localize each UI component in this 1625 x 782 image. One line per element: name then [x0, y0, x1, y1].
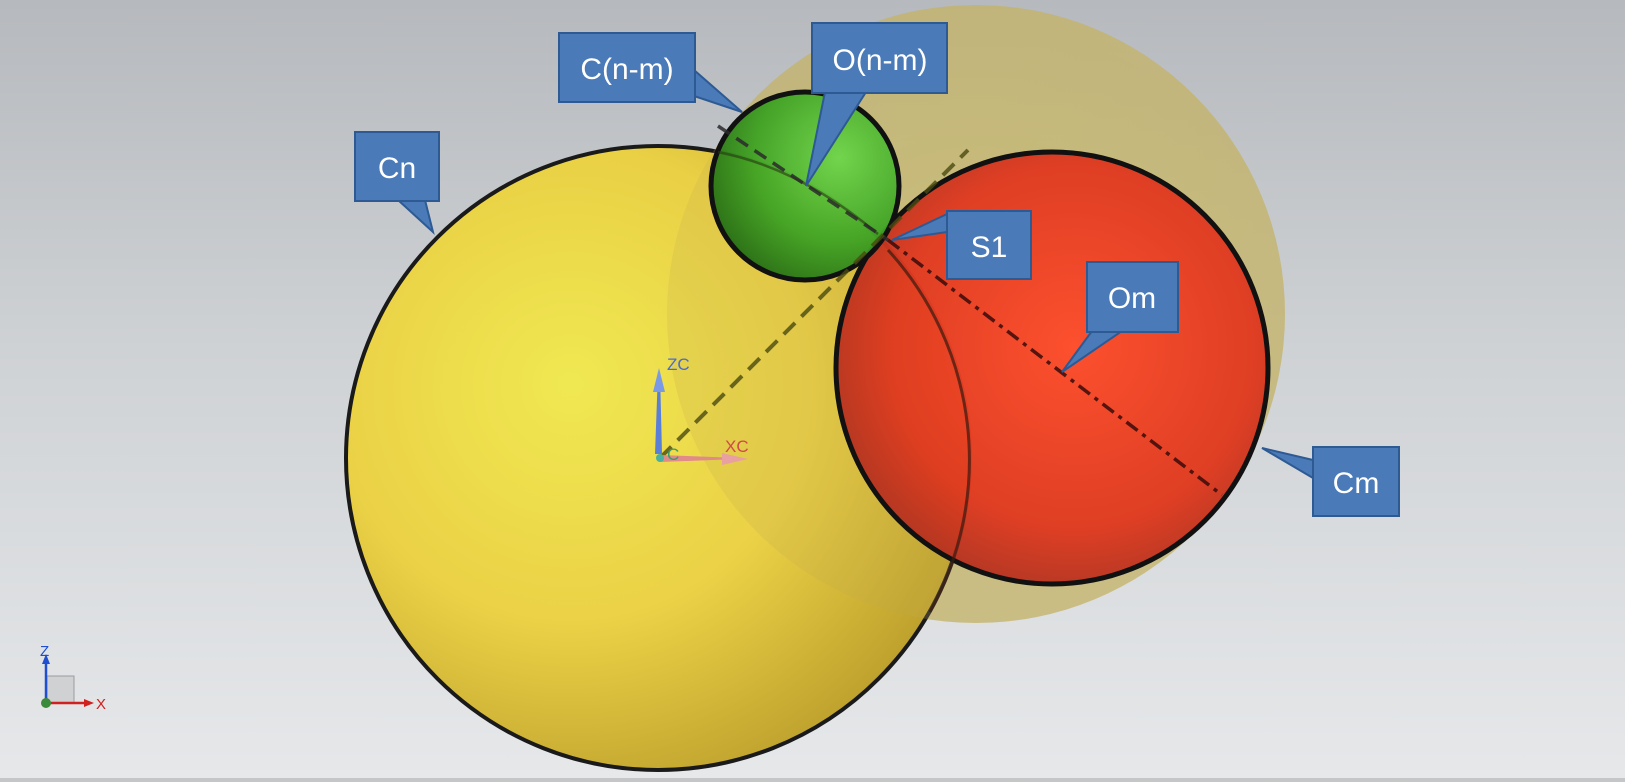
sphere-cn-hidden-edge	[886, 248, 971, 613]
triad-x-head	[84, 699, 94, 707]
triad-x-label: X	[96, 696, 106, 713]
callout-s1[interactable]: S1	[891, 210, 1032, 280]
callout-cm[interactable]: Cm	[1261, 446, 1400, 517]
callout-om-label: Om	[1108, 282, 1156, 315]
callout-s1-label: S1	[971, 231, 1008, 264]
yc-axis-label-visible: C	[667, 445, 679, 464]
triad-cube-icon	[46, 675, 75, 704]
callout-cn-box	[354, 131, 440, 202]
callout-o-n-m[interactable]: O(n-m)	[805, 22, 948, 187]
wcs-axes: ZC XC YC C	[653, 355, 749, 465]
callout-cn[interactable]: Cn	[354, 131, 440, 235]
callout-om-box	[1086, 261, 1179, 333]
xc-axis-label: XC	[725, 437, 749, 456]
diameter-line-cm	[886, 238, 1224, 497]
zc-axis-arrow	[655, 372, 662, 454]
triad-z-head	[42, 654, 50, 664]
callout-s1-box	[946, 210, 1032, 280]
callout-cm-box	[1312, 446, 1400, 517]
viewport-bottom-border	[0, 778, 1625, 782]
zc-axis-label: ZC	[667, 355, 690, 374]
sphere-cm[interactable]	[833, 149, 1271, 587]
radius-line-origin	[658, 148, 970, 460]
callout-c-n-m-label: C(n-m)	[580, 53, 673, 86]
sphere-c-n-m[interactable]	[708, 89, 902, 283]
triad-origin-icon	[41, 698, 51, 708]
callout-om[interactable]: Om	[1061, 261, 1179, 373]
callout-c-n-m-box	[558, 32, 696, 103]
xc-axis-arrow	[660, 455, 740, 462]
origin-point	[656, 454, 664, 462]
triad-z-label: Z	[40, 643, 49, 660]
callout-cm-label: Cm	[1333, 467, 1380, 500]
callout-c-n-m[interactable]: C(n-m)	[558, 32, 743, 113]
callout-o-n-m-label: O(n-m)	[833, 44, 928, 77]
diameter-line-cn-nm	[717, 124, 889, 242]
zc-axis-head	[653, 368, 665, 392]
callout-o-n-m-box	[811, 22, 948, 94]
callout-cn-label: Cn	[378, 152, 416, 185]
xc-axis-head	[722, 453, 748, 465]
view-triad[interactable]: Z X	[40, 643, 106, 713]
